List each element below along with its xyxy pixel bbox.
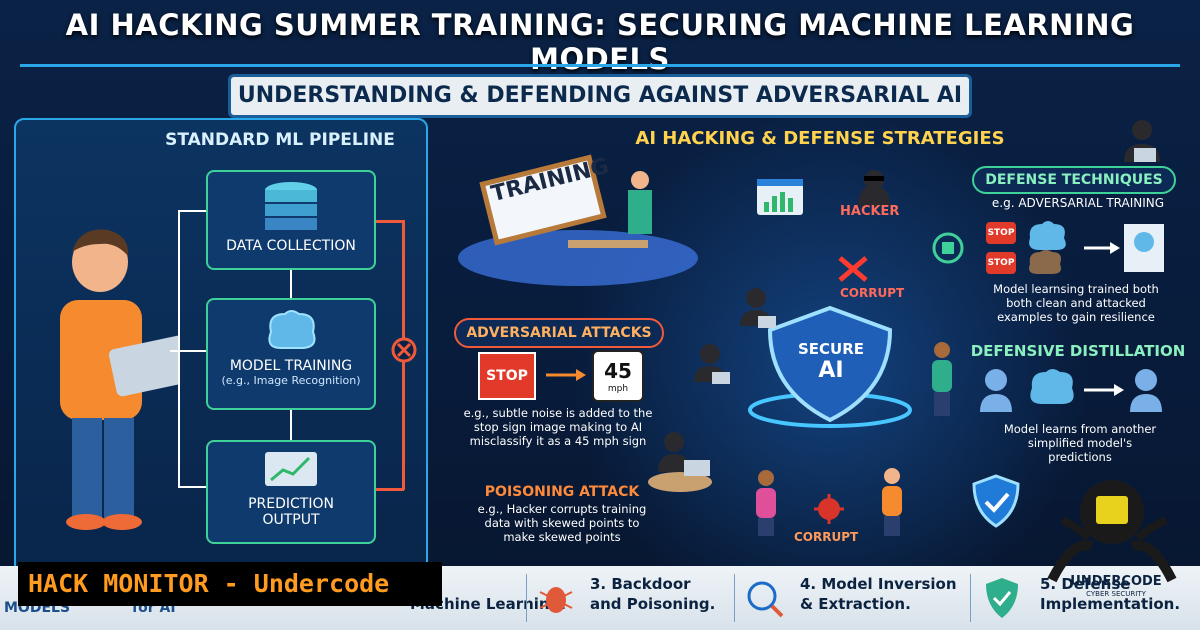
analytics-window-icon bbox=[757, 179, 803, 215]
pipeline-connector bbox=[178, 210, 206, 212]
person-icon bbox=[882, 468, 902, 536]
subtitle-banner: UNDERSTANDING & DEFENDING AGAINST ADVERS… bbox=[228, 74, 972, 118]
pipeline-arrow bbox=[290, 410, 292, 440]
desc-line: misclassify it as a 45 mph sign bbox=[469, 434, 647, 448]
person-icon bbox=[932, 342, 952, 416]
shield-line: AI bbox=[818, 358, 844, 383]
desc-line: make skewed points bbox=[503, 530, 621, 544]
blocked-icon bbox=[391, 337, 417, 363]
feedback-line bbox=[376, 488, 404, 491]
brain-icon bbox=[268, 310, 316, 349]
poisoning-description: e.g., Hacker corrupts training data with… bbox=[456, 502, 668, 544]
topic-line: & Extraction. bbox=[800, 595, 911, 613]
stop-sign: STOP bbox=[478, 352, 536, 400]
topic-line: 4. Model Inversion bbox=[800, 575, 957, 593]
desc-line: e.g., Hacker corrupts training bbox=[477, 502, 647, 516]
adversarial-training-graphic bbox=[1029, 221, 1164, 274]
pipeline-connector bbox=[170, 350, 206, 352]
virus-bug-icon bbox=[814, 494, 844, 524]
stage-data-collection: DATA COLLECTION bbox=[206, 170, 376, 270]
desc-line: Model learnsing trained both bbox=[993, 282, 1159, 296]
stage-label: PREDICTION bbox=[248, 496, 334, 512]
chart-monitor-icon bbox=[265, 452, 317, 486]
stage-label: DATA COLLECTION bbox=[226, 238, 356, 254]
pipeline-connector bbox=[178, 210, 180, 486]
topic-separator bbox=[970, 574, 971, 622]
topic-line: 5. Defense bbox=[1040, 575, 1131, 593]
topic-4: 4. Model Inversion & Extraction. bbox=[800, 574, 957, 614]
desc-line: predictions bbox=[1048, 450, 1112, 464]
logo-tagline: CYBER SECURITY bbox=[1086, 590, 1146, 598]
stage-label: OUTPUT bbox=[262, 512, 320, 528]
topic-separator bbox=[526, 574, 527, 622]
defense-description: Model learnsing trained both both clean … bbox=[966, 282, 1186, 324]
hack-monitor-banner: HACK MONITOR - Undercode bbox=[18, 562, 442, 606]
desc-line: stop sign image making to AI bbox=[473, 420, 643, 434]
secure-ai-shield bbox=[748, 305, 912, 428]
defense-example: e.g. ADVERSARIAL TRAINING bbox=[991, 196, 1165, 210]
topic-5: 5. Defense Implementation. bbox=[1040, 574, 1180, 614]
sync-icon bbox=[932, 232, 964, 264]
database-icon bbox=[265, 182, 317, 230]
globe-search-icon bbox=[747, 581, 784, 618]
desc-line: simplified model's bbox=[1027, 436, 1133, 450]
logo-wordmark: UNDERCODE bbox=[1070, 574, 1162, 589]
training-classroom-illustration bbox=[458, 154, 698, 286]
topic-line: Machine Learning. bbox=[410, 595, 567, 613]
hacker-icon bbox=[740, 288, 776, 328]
corrupt-label-bottom: CORRUPT bbox=[794, 530, 859, 544]
pipeline-arrow bbox=[290, 270, 292, 298]
bug-icon bbox=[539, 587, 573, 613]
distillation-description: Model learns from another simplified mod… bbox=[972, 422, 1188, 464]
title-divider bbox=[20, 64, 1180, 67]
main-title: AI HACKING SUMMER TRAINING: SECURING MAC… bbox=[65, 8, 1135, 76]
shield-check-icon bbox=[972, 474, 1020, 528]
speed-unit: mph bbox=[607, 384, 629, 394]
stage-sublabel: (e.g., Image Recognition) bbox=[221, 374, 361, 387]
hacker-desk-illustration bbox=[648, 432, 712, 492]
stage-prediction-output: PREDICTION OUTPUT bbox=[206, 440, 376, 544]
defensive-distillation-title: DEFENSIVE DISTILLATION bbox=[970, 342, 1186, 360]
topic-separator bbox=[734, 574, 735, 622]
distillation-graphic bbox=[980, 369, 1162, 412]
topic-line: Implementation. bbox=[1040, 595, 1181, 613]
shield-check-icon bbox=[986, 578, 1018, 618]
hacker-icon bbox=[1124, 120, 1160, 162]
adversarial-attacks-title: ADVERSARIAL ATTACKS bbox=[454, 318, 664, 348]
desc-line: Model learns from another bbox=[1003, 422, 1157, 436]
desc-line: e.g., subtle noise is added to the bbox=[463, 406, 653, 420]
speed-value: 45 bbox=[604, 359, 632, 383]
desc-line: examples to gain resilience bbox=[997, 310, 1155, 324]
topic-3: 3. Backdoor and Poisoning. bbox=[590, 574, 715, 614]
pipeline-connector bbox=[178, 486, 206, 488]
person-icon bbox=[756, 470, 776, 536]
stage-label: MODEL TRAINING bbox=[229, 358, 353, 374]
pipeline-heading: STANDARD ML PIPELINE bbox=[165, 130, 395, 150]
x-mark-icon bbox=[838, 256, 868, 282]
hacker-icon bbox=[858, 170, 890, 206]
mini-stop-sign: STOP bbox=[986, 252, 1016, 274]
adversarial-description: e.g., subtle noise is added to the stop … bbox=[438, 406, 678, 448]
hacker-icon bbox=[694, 344, 730, 384]
student-with-laptop-illustration bbox=[60, 229, 180, 530]
desc-line: both clean and attacked bbox=[1006, 296, 1146, 310]
topic-line: 3. Backdoor bbox=[590, 575, 691, 593]
strategies-heading: AI HACKING & DEFENSE STRATEGIES bbox=[635, 128, 1005, 149]
corrupt-label-top: CORRUPT bbox=[840, 286, 905, 300]
desc-line: data with skewed points to bbox=[484, 516, 640, 530]
feedback-line bbox=[376, 220, 404, 223]
undercode-logo bbox=[1047, 480, 1177, 583]
speed-limit-sign: 45 mph bbox=[592, 350, 644, 402]
mini-stop-sign: STOP bbox=[986, 222, 1016, 244]
shield-line: SECURE bbox=[797, 340, 865, 358]
defense-techniques-title: DEFENSE TECHNIQUES bbox=[972, 166, 1176, 194]
topic-line: and Poisoning. bbox=[590, 595, 716, 613]
hacker-label: HACKER bbox=[840, 204, 900, 219]
poisoning-attack-title: POISONING ATTACK bbox=[484, 484, 640, 500]
arrow-right-icon bbox=[546, 369, 586, 381]
stage-model-training: MODEL TRAINING (e.g., Image Recognition) bbox=[206, 298, 376, 410]
shield-label: SECURE AI bbox=[786, 338, 876, 382]
